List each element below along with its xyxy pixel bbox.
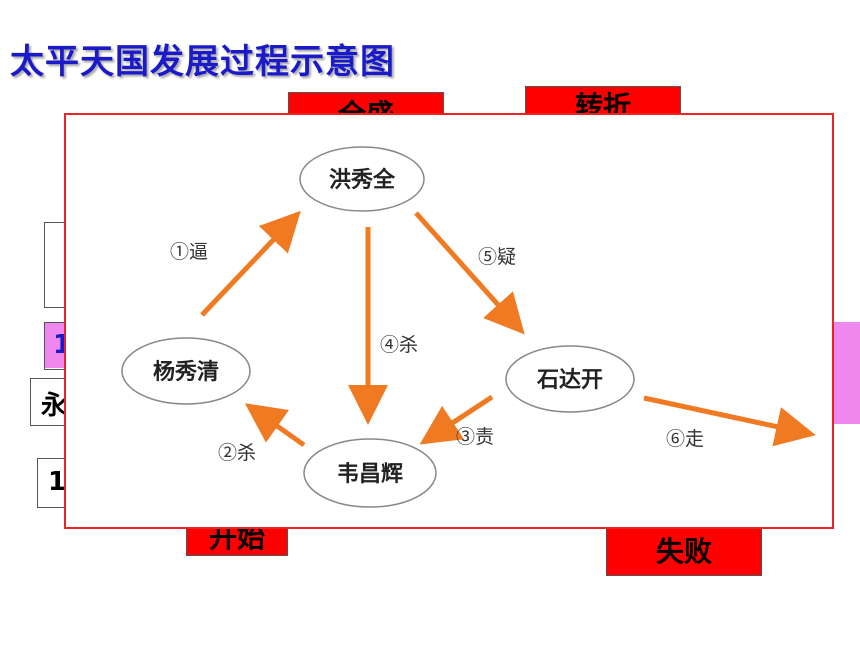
arrow-shi-leaves bbox=[643, 395, 816, 447]
edge-label-e1: ①逼 bbox=[170, 241, 208, 263]
arrow-yang-to-hong bbox=[200, 210, 301, 317]
node-wei-label: 韦昌辉 bbox=[337, 461, 403, 487]
node-shi bbox=[505, 345, 635, 413]
diagram-svg: 洪秀全 杨秀清 石达开 韦昌辉 ①逼 ②杀 ③责 ④杀 ⑤疑 ⑥走 bbox=[121, 146, 816, 508]
page-title: 太平天国发展过程示意图 bbox=[10, 42, 395, 82]
label-shibai: 失败 bbox=[606, 528, 762, 576]
edge-label-e5: ⑤疑 bbox=[478, 246, 516, 268]
node-hong-label: 洪秀全 bbox=[329, 167, 396, 193]
edge-label-e4: ④杀 bbox=[380, 334, 418, 356]
node-shi-label: 石达开 bbox=[536, 367, 603, 393]
arrow-hong-to-shi bbox=[414, 211, 525, 335]
edge-label-e6: ⑥走 bbox=[666, 428, 704, 450]
node-wei bbox=[303, 438, 437, 508]
node-hong bbox=[299, 146, 425, 212]
relationship-diagram: 洪秀全 杨秀清 石达开 韦昌辉 ①逼 ②杀 ③责 ④杀 ⑤疑 ⑥走 bbox=[64, 113, 834, 529]
edge-label-e2: ②杀 bbox=[218, 442, 256, 464]
edge-label-e3: ③责 bbox=[456, 426, 494, 448]
pink-strip-right bbox=[832, 322, 860, 424]
arrow-shi-to-wei bbox=[419, 394, 494, 445]
node-yang-label: 杨秀清 bbox=[153, 359, 219, 385]
arrow-wei-to-yang bbox=[244, 403, 306, 448]
node-yang bbox=[121, 337, 251, 405]
